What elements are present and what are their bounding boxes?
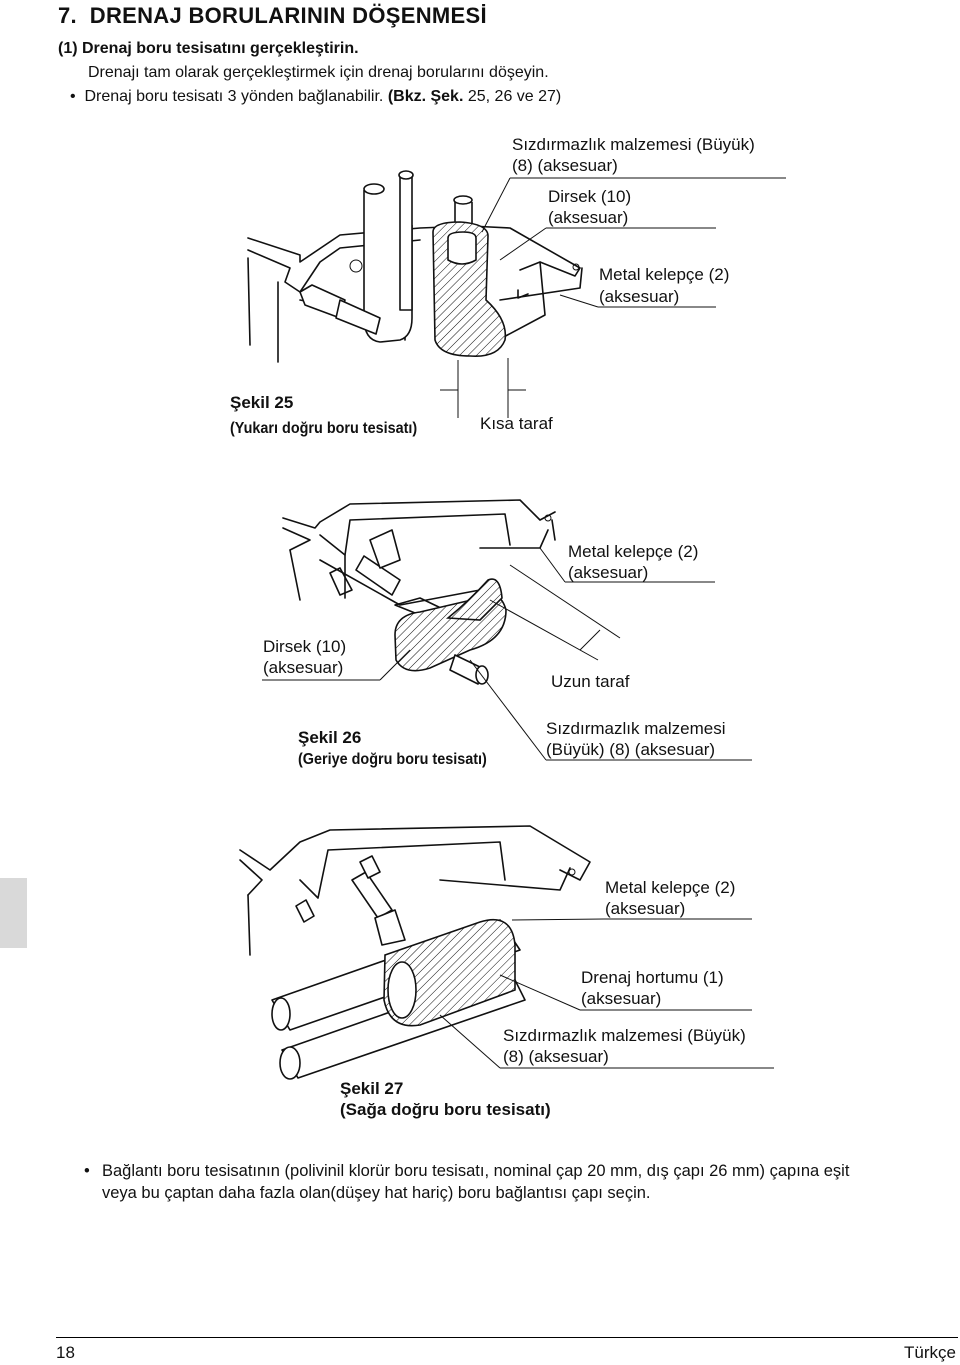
figure-reference: (Bkz. Şek. — [387, 88, 464, 105]
fig26-seal-label-1: Sızdırmazlık malzemesi — [546, 719, 726, 738]
side-tab-marker — [0, 878, 27, 948]
figure-26-drawing — [262, 499, 752, 761]
fig25-caption-subtitle: (Yukarı doğru boru tesisatı) — [230, 420, 418, 437]
footer-divider — [56, 1337, 958, 1338]
fig26-seal-label-2: (Büyük) (8) (aksesuar) — [546, 740, 716, 759]
note-line-2: veya bu çaptan daha fazla olan(düşey hat… — [102, 1184, 651, 1202]
figure-27-drawing — [239, 825, 774, 1080]
page-number: 18 — [56, 1343, 75, 1362]
fig27-clamp-label-1: Metal kelepçe (2) — [605, 878, 736, 897]
fig26-caption-subtitle: (Geriye doğru boru tesisatı) — [298, 751, 487, 768]
fig26-clamp-label-2: (aksesuar) — [568, 563, 649, 582]
fig27-hose-label-2: (aksesuar) — [581, 989, 662, 1008]
bullet-item: • Drenaj boru tesisatı 3 yönden bağlanab… — [70, 88, 561, 106]
fig25-seal-label-2: (8) (aksesuar) — [512, 156, 618, 175]
fig25-elbow-label-2: (aksesuar) — [548, 208, 629, 227]
section-title: 7. DRENAJ BORULARININ DÖŞENMESİ — [58, 3, 487, 28]
fig25-short-side-label: Kısa taraf — [480, 414, 553, 433]
fig26-long-side-label: Uzun taraf — [551, 672, 630, 691]
fig27-caption-subtitle: (Sağa doğru boru tesisatı) — [340, 1100, 551, 1119]
bullet-text: Drenaj boru tesisatı 3 yönden bağlanabil… — [84, 88, 384, 105]
fig26-caption-title: Şekil 26 — [298, 728, 362, 747]
fig26-elbow-label-2: (aksesuar) — [263, 658, 344, 677]
fig27-caption-title: Şekil 27 — [340, 1079, 404, 1098]
fig26-clamp-label-1: Metal kelepçe (2) — [568, 542, 699, 561]
step-heading: (1) Drenaj boru tesisatını gerçekleştiri… — [58, 40, 359, 57]
fig25-elbow-label-1: Dirsek (10) — [548, 187, 632, 206]
note-line-1: Bağlantı boru tesisatının (polivinil klo… — [102, 1162, 850, 1180]
fig27-clamp-label-2: (aksesuar) — [605, 899, 686, 918]
intro-text: Drenajı tam olarak gerçekleştirmek için … — [88, 64, 549, 81]
fig25-seal-label-1: Sızdırmazlık malzemesi (Büyük) — [512, 135, 755, 154]
fig27-hose-label-1: Drenaj hortumu (1) — [581, 968, 724, 987]
fig26-elbow-label-1: Dirsek (10) — [263, 637, 347, 656]
fig27-seal-label-1: Sızdırmazlık malzemesi (Büyük) — [503, 1026, 746, 1045]
figure-reference-numbers: 25, 26 ve 27) — [463, 88, 562, 105]
bullet-dot: • — [70, 88, 85, 105]
fig25-caption-title: Şekil 25 — [230, 393, 294, 412]
figure-25-drawing — [247, 170, 786, 418]
fig27-seal-label-2: (8) (aksesuar) — [503, 1047, 609, 1066]
fig25-clamp-label-2: (aksesuar) — [599, 287, 680, 306]
fig25-clamp-label-1: Metal kelepçe (2) — [599, 265, 730, 284]
bullet-dot: • — [84, 1162, 90, 1180]
footer-language: Türkçe — [904, 1343, 956, 1362]
